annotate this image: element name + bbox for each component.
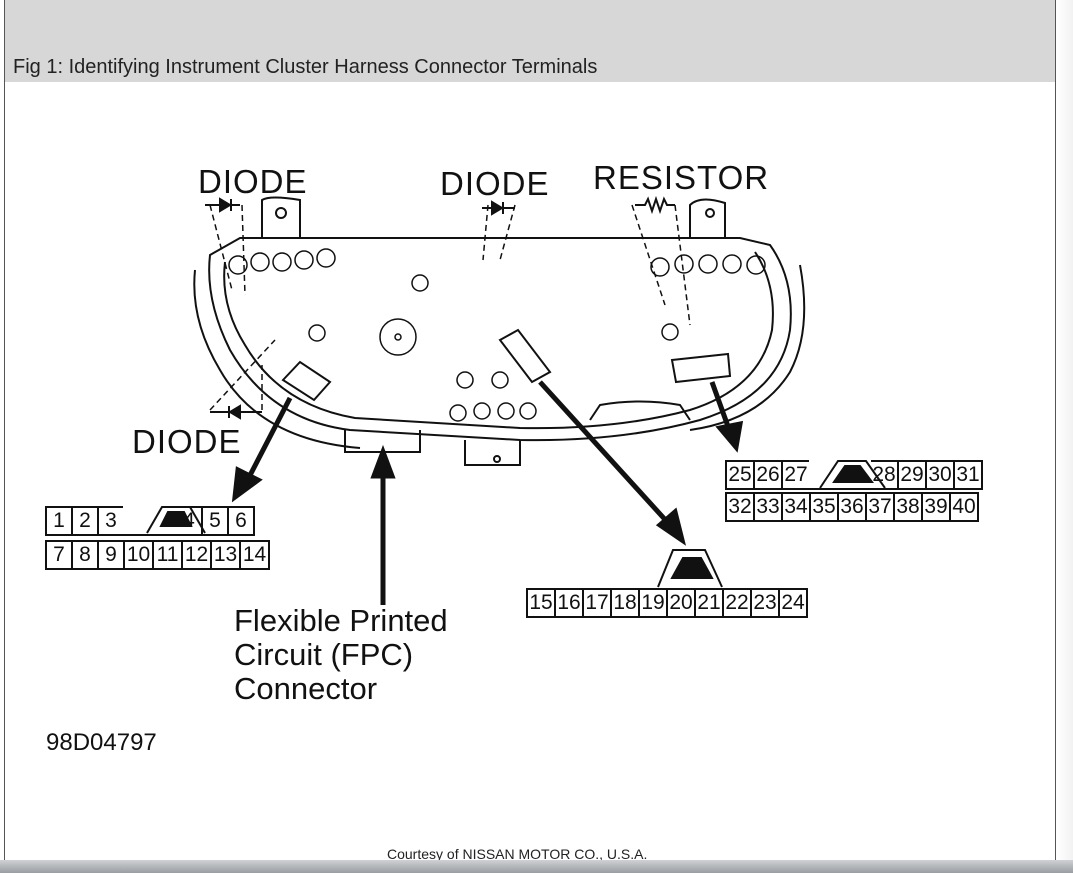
terminal-24: 24 [778,588,808,618]
terminal-8: 8 [71,540,99,570]
diode-leader-lines [209,204,691,411]
fpc-connector-label: Flexible Printed Circuit (FPC) Connector [234,603,448,706]
terminal-18: 18 [610,588,640,618]
terminal-25: 25 [725,460,755,490]
caption-bar: Fig 1: Identifying Instrument Cluster Ha… [5,0,1055,82]
terminal-38: 38 [893,492,923,522]
terminal-11: 11 [152,540,183,570]
terminal-3: 3 [97,506,123,536]
connector-right-row2: 32 33 34 35 36 37 38 39 40 [725,492,979,522]
terminal-17: 17 [582,588,612,618]
terminal-19: 19 [638,588,668,618]
terminal-7: 7 [45,540,73,570]
terminal-39: 39 [921,492,951,522]
terminal-14: 14 [239,540,270,570]
terminal-31: 31 [953,460,983,490]
resistor-label: RESISTOR [593,159,770,196]
diode-label-bottom: DIODE [132,423,242,460]
terminal-32: 32 [725,492,755,522]
terminal-12: 12 [181,540,212,570]
cluster-outline [193,196,806,466]
terminal-33: 33 [753,492,783,522]
terminal-20: 20 [666,588,696,618]
bottom-toolbar [0,860,1073,873]
connector-center-terminals: 15 16 17 18 19 20 21 22 23 24 [526,588,808,618]
terminal-37: 37 [865,492,895,522]
diode-symbols [205,195,675,420]
connector-right-row1: 25 26 27 28 29 30 31 [725,460,983,490]
figure-code: 98D04797 [46,729,157,756]
terminal-9: 9 [97,540,125,570]
connector-right-terminals: 25 26 27 28 29 30 31 [725,460,983,490]
terminal-2: 2 [71,506,99,536]
terminal-13: 13 [210,540,241,570]
figure-caption: Fig 1: Identifying Instrument Cluster Ha… [13,56,598,78]
diode-label-left: DIODE [198,163,308,200]
connector-left-row1: 1 2 3 4 5 6 [45,506,255,536]
terminal-21: 21 [694,588,724,618]
terminal-30: 30 [925,460,955,490]
diode-label-center: DIODE [440,165,550,202]
terminal-34: 34 [781,492,811,522]
connector-right-row2-table: 32 33 34 35 36 37 38 39 40 [725,492,979,522]
connector-left-terminals: 1 2 3 4 5 6 [45,506,255,536]
terminal-15: 15 [526,588,556,618]
terminal-27: 27 [781,460,809,490]
terminal-1: 1 [45,506,73,536]
courtesy-credit: Courtesy of NISSAN MOTOR CO., U.S.A. [387,846,648,862]
terminal-16: 16 [554,588,584,618]
connector-left-row2-table: 7 8 9 10 11 12 13 14 [45,540,270,570]
terminal-29: 29 [897,460,927,490]
bulb-sockets [228,248,766,422]
figure-frame: Fig 1: Identifying Instrument Cluster Ha… [4,0,1056,861]
terminal-35: 35 [809,492,839,522]
terminal-10: 10 [123,540,154,570]
terminal-5: 5 [201,506,229,536]
arrows [231,380,744,605]
cluster-connectors [281,328,732,402]
key-gap [809,461,871,490]
terminal-40: 40 [949,492,979,522]
terminal-36: 36 [837,492,867,522]
connector-left-row2: 7 8 9 10 11 12 13 14 [45,540,270,570]
connector-center-row: 15 16 17 18 19 20 21 22 23 24 [526,588,808,618]
terminal-22: 22 [722,588,752,618]
terminal-23: 23 [750,588,780,618]
page-edge [1057,0,1073,861]
terminal-4: 4 [177,506,203,536]
terminal-28: 28 [871,460,899,490]
terminal-26: 26 [753,460,783,490]
terminal-6: 6 [227,506,255,536]
key-gap [123,507,177,536]
